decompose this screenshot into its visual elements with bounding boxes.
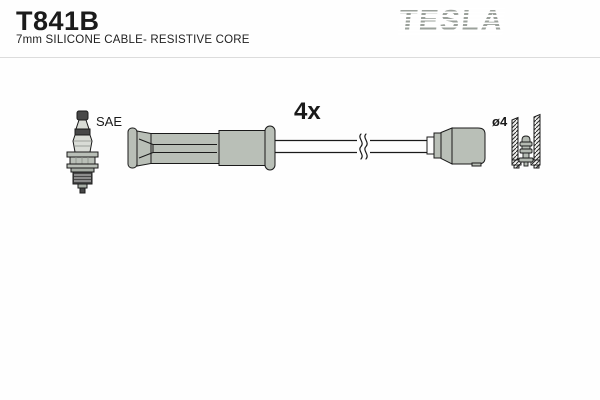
coil-boot-step2 [433,132,442,159]
coil-boot-body [451,127,486,165]
spark-plug-gasket [70,167,95,173]
boot-body [150,133,220,164]
spark-plug-icon [66,110,99,194]
spark-plug-shell-flange [66,151,99,158]
spark-plug-insulator [72,134,93,153]
cup-wall-right [533,113,541,161]
coil-boot-lip [471,162,482,167]
cable-wire-icon [275,133,427,160]
spark-plug-terminal-cone [75,119,90,130]
spark-plug-crimp-band [74,128,91,136]
terminal-diameter-label: ø4 [492,114,508,129]
plug-boot-icon [127,125,276,171]
boot-taper [136,130,152,167]
spark-plug-electrode [79,187,86,194]
coil-boot-icon [426,127,486,167]
boot-cable-flange [264,125,276,171]
cup-wall-left [511,116,519,161]
quantity-label: 4x [294,98,321,125]
terminal-pin [518,135,534,167]
part-description: 7mm SILICONE CABLE- RESISTIVE CORE [16,34,250,46]
spark-plug-terminal-nut [76,110,89,121]
sae-label: SAE [96,114,122,129]
spark-plug-seat [66,163,99,169]
boot-end-flange [127,127,138,169]
cable-break-symbol [364,133,368,160]
coil-boot-taper [440,127,453,165]
header-divider [0,57,600,58]
cable-break-symbol [359,133,363,160]
boot-sleeve [218,130,266,166]
cup-foot-left [513,164,520,169]
terminal-cross-section-icon [511,113,541,169]
spark-plug-tip [77,183,88,189]
cup-foot-right [533,164,540,169]
part-number: T841B [16,6,100,36]
coil-boot-step1 [426,136,435,155]
spark-plug-hex [69,156,96,165]
